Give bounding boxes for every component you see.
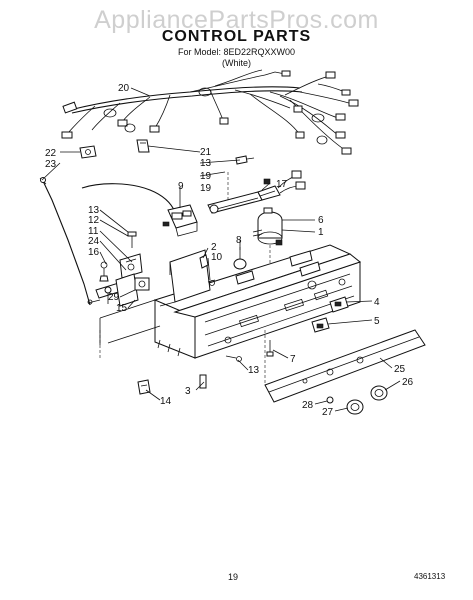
control-knob [370, 385, 388, 401]
callout-1: 1 [318, 227, 324, 238]
light-switch [81, 183, 198, 237]
control-knob [346, 399, 364, 415]
callout-15: 15 [116, 303, 128, 314]
callout-21: 21 [200, 147, 212, 158]
washer [326, 396, 334, 404]
bulb-socket [207, 170, 306, 214]
callout-7: 7 [290, 354, 296, 365]
model-number: For Model: 8ED22RQXXW00 [177, 47, 296, 57]
control-panel [264, 329, 426, 403]
control-housing [153, 244, 362, 359]
callout-9: 9 [178, 181, 184, 192]
callout-25: 25 [394, 364, 406, 375]
callout-5: 5 [374, 316, 380, 327]
callout-13-bottom: 13 [248, 365, 260, 376]
callout-3: 3 [185, 386, 191, 397]
callout-11: 11 [88, 226, 99, 237]
light-bulb [233, 247, 247, 270]
model-color: (White) [222, 58, 251, 68]
screw [235, 155, 255, 165]
callout-6: 6 [318, 215, 324, 226]
callout-28: 28 [302, 400, 314, 411]
switch [311, 296, 349, 333]
callout-labels: 20 21 13 19 9 17 22 23 13 12 11 24 16 29… [45, 83, 414, 418]
callout-26: 26 [402, 377, 414, 388]
diagram-title: CONTROL PARTS [161, 28, 312, 45]
callout-22: 22 [45, 148, 57, 159]
callout-19: 19 [200, 171, 212, 182]
screw [199, 340, 274, 389]
page-number: 19 [228, 572, 239, 582]
mounting-frame [99, 299, 161, 360]
watermark: AppliancePartsPros.com [94, 6, 379, 34]
document-number: 4361313 [414, 572, 446, 581]
callout-20: 20 [118, 83, 130, 94]
callout-13: 13 [200, 158, 212, 169]
callout-4: 4 [374, 297, 380, 308]
temperature-control [252, 207, 283, 268]
callout-2: 2 [211, 242, 217, 253]
thermostat-capillary [39, 177, 91, 306]
callout-27: 27 [322, 407, 334, 418]
callout-13-left: 13 [88, 205, 100, 216]
callout-10: 10 [211, 252, 223, 263]
wire-harness [61, 69, 359, 155]
callout-16: 16 [88, 247, 100, 258]
callout-12: 12 [88, 215, 100, 226]
callout-19-lower: 19 [200, 183, 212, 194]
leader-lines [41, 87, 401, 412]
callout-29: 29 [108, 292, 120, 303]
wire-tie [79, 145, 97, 159]
bracket-assembly [87, 231, 150, 307]
callout-23: 23 [45, 159, 57, 170]
callout-24: 24 [88, 236, 100, 247]
wire-clip [136, 139, 150, 153]
callout-17: 17 [276, 179, 288, 190]
callout-8: 8 [236, 235, 242, 246]
callout-14: 14 [160, 396, 172, 407]
